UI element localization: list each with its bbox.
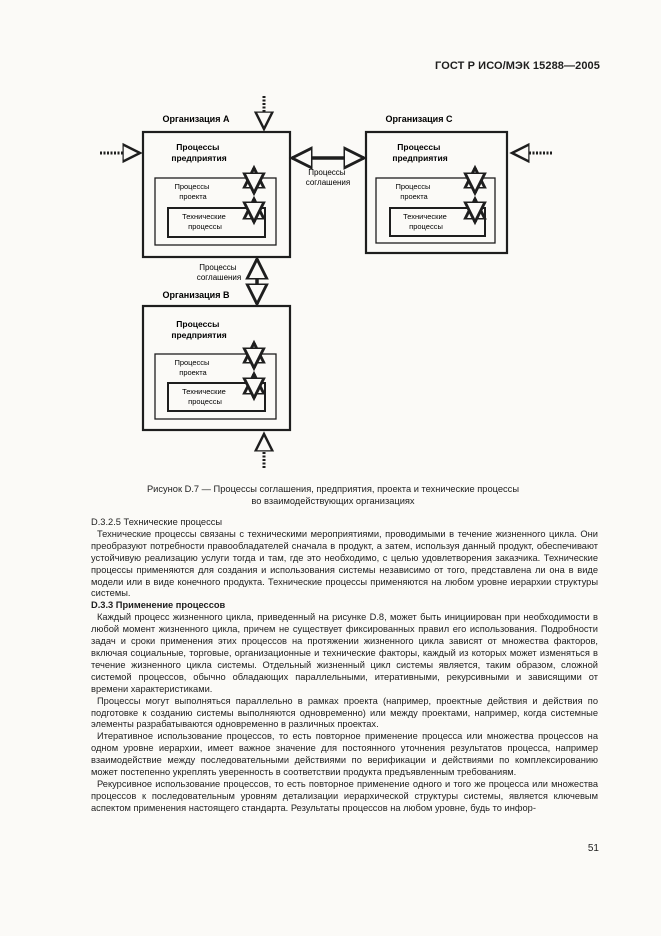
org-a-project-box bbox=[154, 177, 277, 246]
paragraph: Рекурсивное использование процессов, то … bbox=[91, 778, 598, 813]
org-c-outer-box bbox=[364, 130, 509, 255]
organization-b: Организация B Процессы предприятия Проце… bbox=[141, 290, 292, 432]
org-b-outer-box bbox=[141, 304, 292, 432]
org-c-enterprise-label: Процессы предприятия bbox=[392, 142, 447, 163]
org-b-enterprise-label: Процессы предприятия bbox=[171, 319, 226, 340]
section-heading-d3-2-5: D.3.2.5 Технические процессы bbox=[91, 517, 223, 527]
paragraph: Процессы могут выполняться параллельно в… bbox=[91, 695, 598, 730]
org-b-title: Организация B bbox=[163, 290, 230, 300]
figure-d7-diagram: Организация A Процессы предприятия Проце… bbox=[100, 96, 552, 468]
body-text: D.3.2.5 Технические процессы Технические… bbox=[91, 517, 598, 815]
standard-header: ГОСТ Р ИСО/МЭК 15288—2005 bbox=[435, 60, 600, 72]
org-c-project-label: Процессы проекта bbox=[395, 182, 432, 201]
paragraph: Каждый процесс жизненного цикла, приведе… bbox=[91, 612, 598, 694]
org-c-title: Организация C bbox=[386, 114, 453, 124]
org-c-technical-label: Технические процессы bbox=[403, 212, 449, 231]
org-a-project-label: Процессы проекта bbox=[174, 182, 211, 201]
paragraph: Итеративное использование процессов, то … bbox=[91, 731, 598, 778]
org-a-title: Организация A bbox=[163, 114, 230, 124]
agreement-ab-label: Процессы соглашения bbox=[197, 263, 241, 282]
organization-c: Организация C Процессы предприятия Проце… bbox=[364, 114, 509, 255]
organization-a: Организация A Процессы предприятия Проце… bbox=[141, 114, 292, 259]
org-b-technical-label: Технические процессы bbox=[182, 387, 228, 406]
org-b-project-box bbox=[154, 353, 277, 420]
org-a-technical-label: Технические процессы bbox=[182, 212, 228, 231]
paragraph: Технические процессы связаны с техническ… bbox=[91, 528, 598, 599]
org-a-outer-box bbox=[141, 130, 292, 259]
page-number: 51 bbox=[587, 843, 599, 854]
figure-caption: Рисунок D.7 — Процессы соглашения, предп… bbox=[60, 483, 606, 507]
org-c-project-box bbox=[375, 177, 496, 244]
caption-line-1: Рисунок D.7 — Процессы соглашения, предп… bbox=[146, 484, 519, 494]
caption-line-2: во взаимодействующих организациях bbox=[251, 496, 415, 506]
section-heading-d3-3: D.3.3 Применение процессов bbox=[91, 600, 226, 611]
org-a-enterprise-label: Процессы предприятия bbox=[171, 142, 226, 163]
org-b-project-label: Процессы проекта bbox=[174, 358, 211, 377]
agreement-ac-label: Процессы соглашения bbox=[306, 168, 350, 187]
